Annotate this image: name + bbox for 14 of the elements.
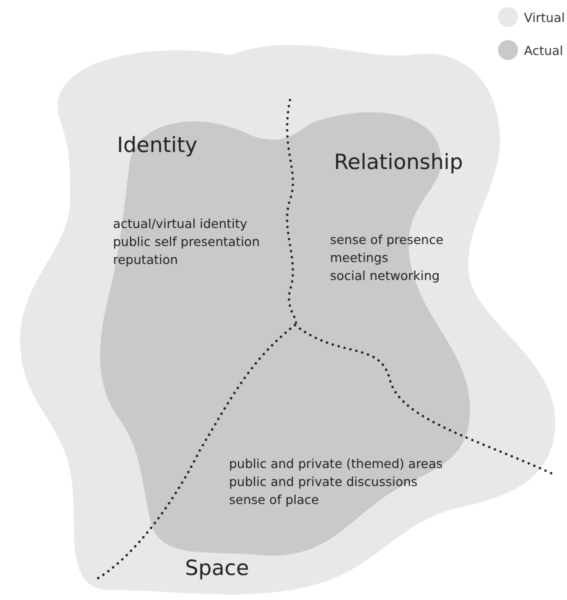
region-heading: Relationship	[334, 150, 463, 176]
region-item: public self presentation	[113, 234, 260, 249]
region-item: sense of presence	[330, 232, 444, 247]
region-item: meetings	[330, 250, 388, 265]
region-item: reputation	[113, 252, 178, 267]
region-item: sense of place	[229, 492, 319, 507]
region-item: social networking	[330, 268, 440, 283]
region-heading: Space	[185, 556, 249, 582]
legend-label: Virtual	[524, 10, 565, 24]
region-item: public and private (themed) areas	[229, 456, 443, 471]
region-heading: Identity	[117, 133, 198, 158]
legend-label: Actual	[524, 42, 564, 58]
region-item: actual/virtual identity	[113, 216, 248, 231]
region-item: public and private discussions	[229, 474, 418, 489]
